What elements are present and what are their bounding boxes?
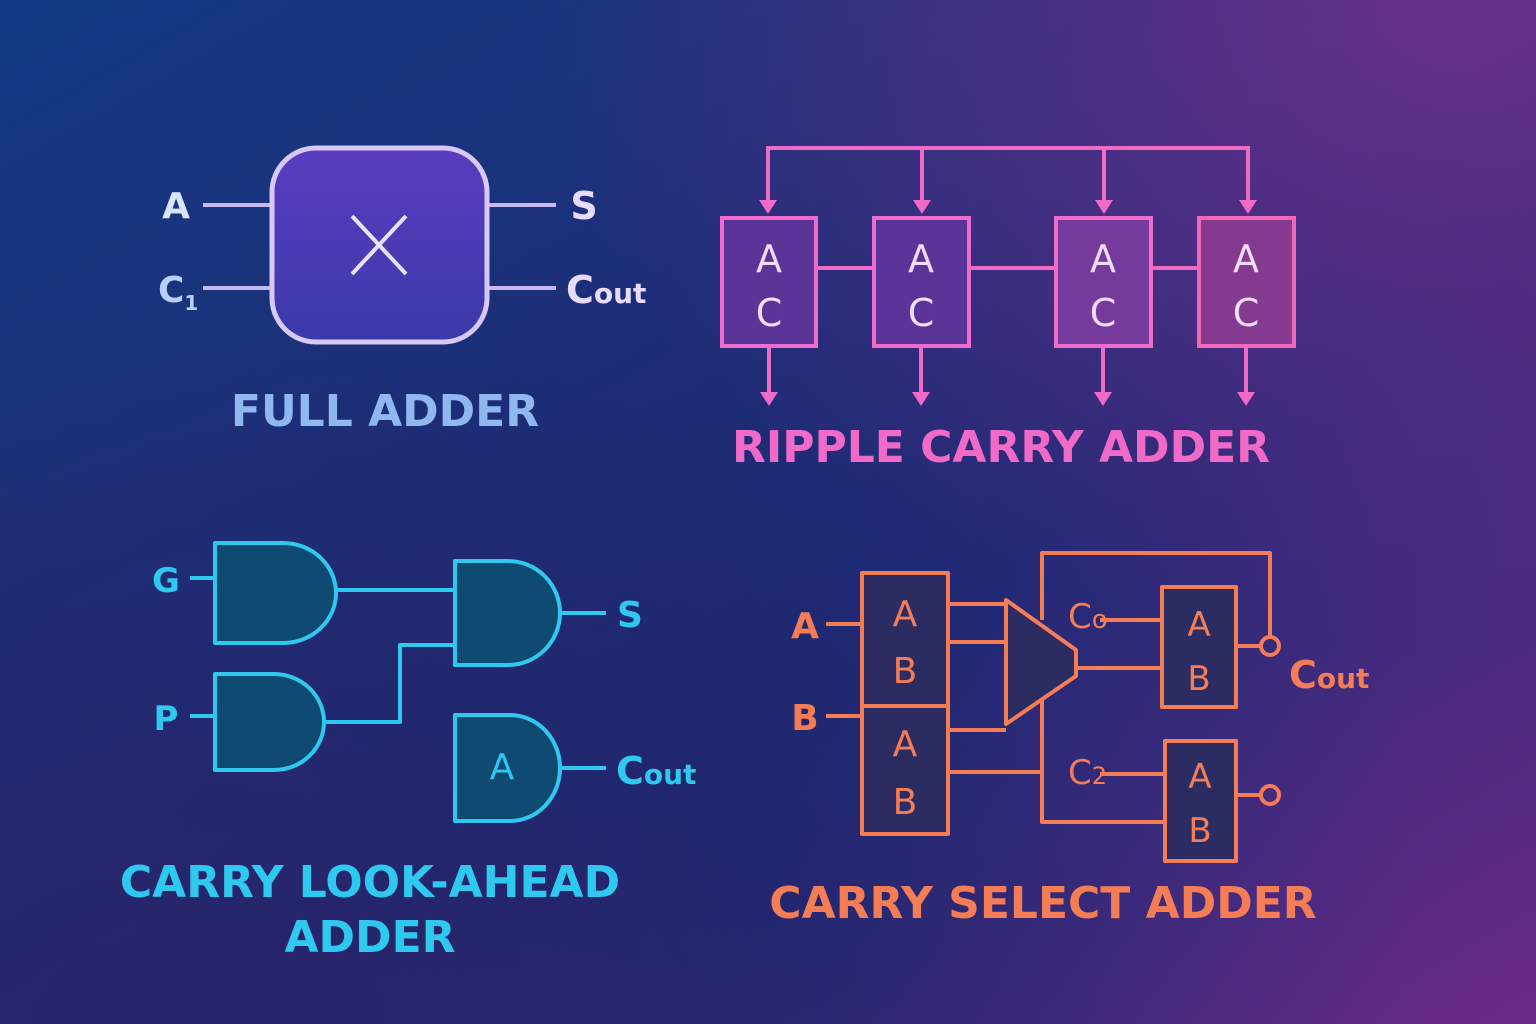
csa-right-block-1-bottom: B [1187,659,1210,699]
fa-input-a-label: A [162,186,190,227]
rca-cell-2 [872,216,971,348]
csa-left-block-2 [860,704,950,836]
full-adder-title: FULL ADDER [231,386,539,437]
fa-output-s-label: S [570,184,597,228]
cla-output-cout-label: Cout [616,749,696,793]
cla-output-s-label: S [617,595,643,636]
cla-input-g-label: G [152,561,180,601]
rca-cell-4-bottom-label: C [1233,291,1260,335]
csa-inverter-bubble-icon [1259,635,1281,657]
rca-output-arrow-icon [760,346,1255,406]
carry-select-adder-title: CARRY SELECT ADDER [769,878,1316,929]
rca-cell-4-top-label: A [1233,237,1259,281]
carry-lookahead-title-line1: CARRY LOOK-AHEAD [120,857,620,908]
csa-right-block-1-top: A [1187,605,1210,645]
csa-inverter-bubble-icon [1259,784,1281,806]
csa-c0-label: Co [1068,597,1108,637]
cla-and-gate-g [213,541,338,645]
cla-and-gate-p [213,672,326,772]
csa-left-block-2-top: A [893,724,918,765]
carry-lookahead-title-line2: ADDER [284,912,455,963]
cla-wire-p-to-and3 [324,643,455,724]
rca-top-bus [766,146,1250,205]
rca-cell-3-bottom-label: C [1090,291,1117,335]
rca-cell-2-top-label: A [908,237,934,281]
csa-lower-wire [1040,700,1165,824]
csa-multiplexer [1004,598,1078,726]
csa-right-block-2-bottom: B [1188,811,1211,851]
x-icon [350,214,408,276]
fa-input-c-label: C1 [158,270,198,315]
rca-cell-4 [1197,216,1296,348]
csa-c2-label: C2 [1068,753,1107,793]
csa-output-cout-label: Cout [1289,653,1369,697]
ripple-carry-adder-title: RIPPLE CARRY ADDER [732,422,1270,473]
rca-cell-3-top-label: A [1090,237,1116,281]
ripple-carry-adder-diagram: A C A C A C A C RIPPLE CARRY ADDER [720,146,1296,473]
csa-right-block-2 [1163,739,1238,863]
csa-left-block-2-bottom: B [893,782,918,823]
csa-feedback-wire [1040,551,1272,636]
cla-and-gate-sum [453,559,562,667]
rca-cell-1-top-label: A [756,237,782,281]
cla-and-gate-carry [453,713,562,823]
rca-cell-2-bottom-label: C [908,291,935,335]
rca-down-arrow-icon [759,200,1257,214]
carry-lookahead-adder-diagram: A G P S Cout CARRY LOOK-AHEAD ADDER [120,541,696,963]
csa-input-a-label: A [791,606,819,647]
rca-cell-3 [1054,216,1153,348]
rca-cell-1-bottom-label: C [756,291,783,335]
csa-right-block-2-top: A [1188,757,1211,797]
csa-input-b-label: B [791,698,818,739]
fa-output-cout-label: Cout [566,268,646,312]
cla-gate-label: A [490,747,515,788]
csa-left-block-1-bottom: B [893,651,918,692]
cla-input-p-label: P [154,699,179,739]
full-adder-diagram: A C1 S Cout FULL ADDER [158,145,646,437]
carry-select-adder-diagram: A B A B A B A B A B Co C2 Cout CARRY S [769,551,1369,929]
csa-left-block-1-top: A [893,594,918,635]
